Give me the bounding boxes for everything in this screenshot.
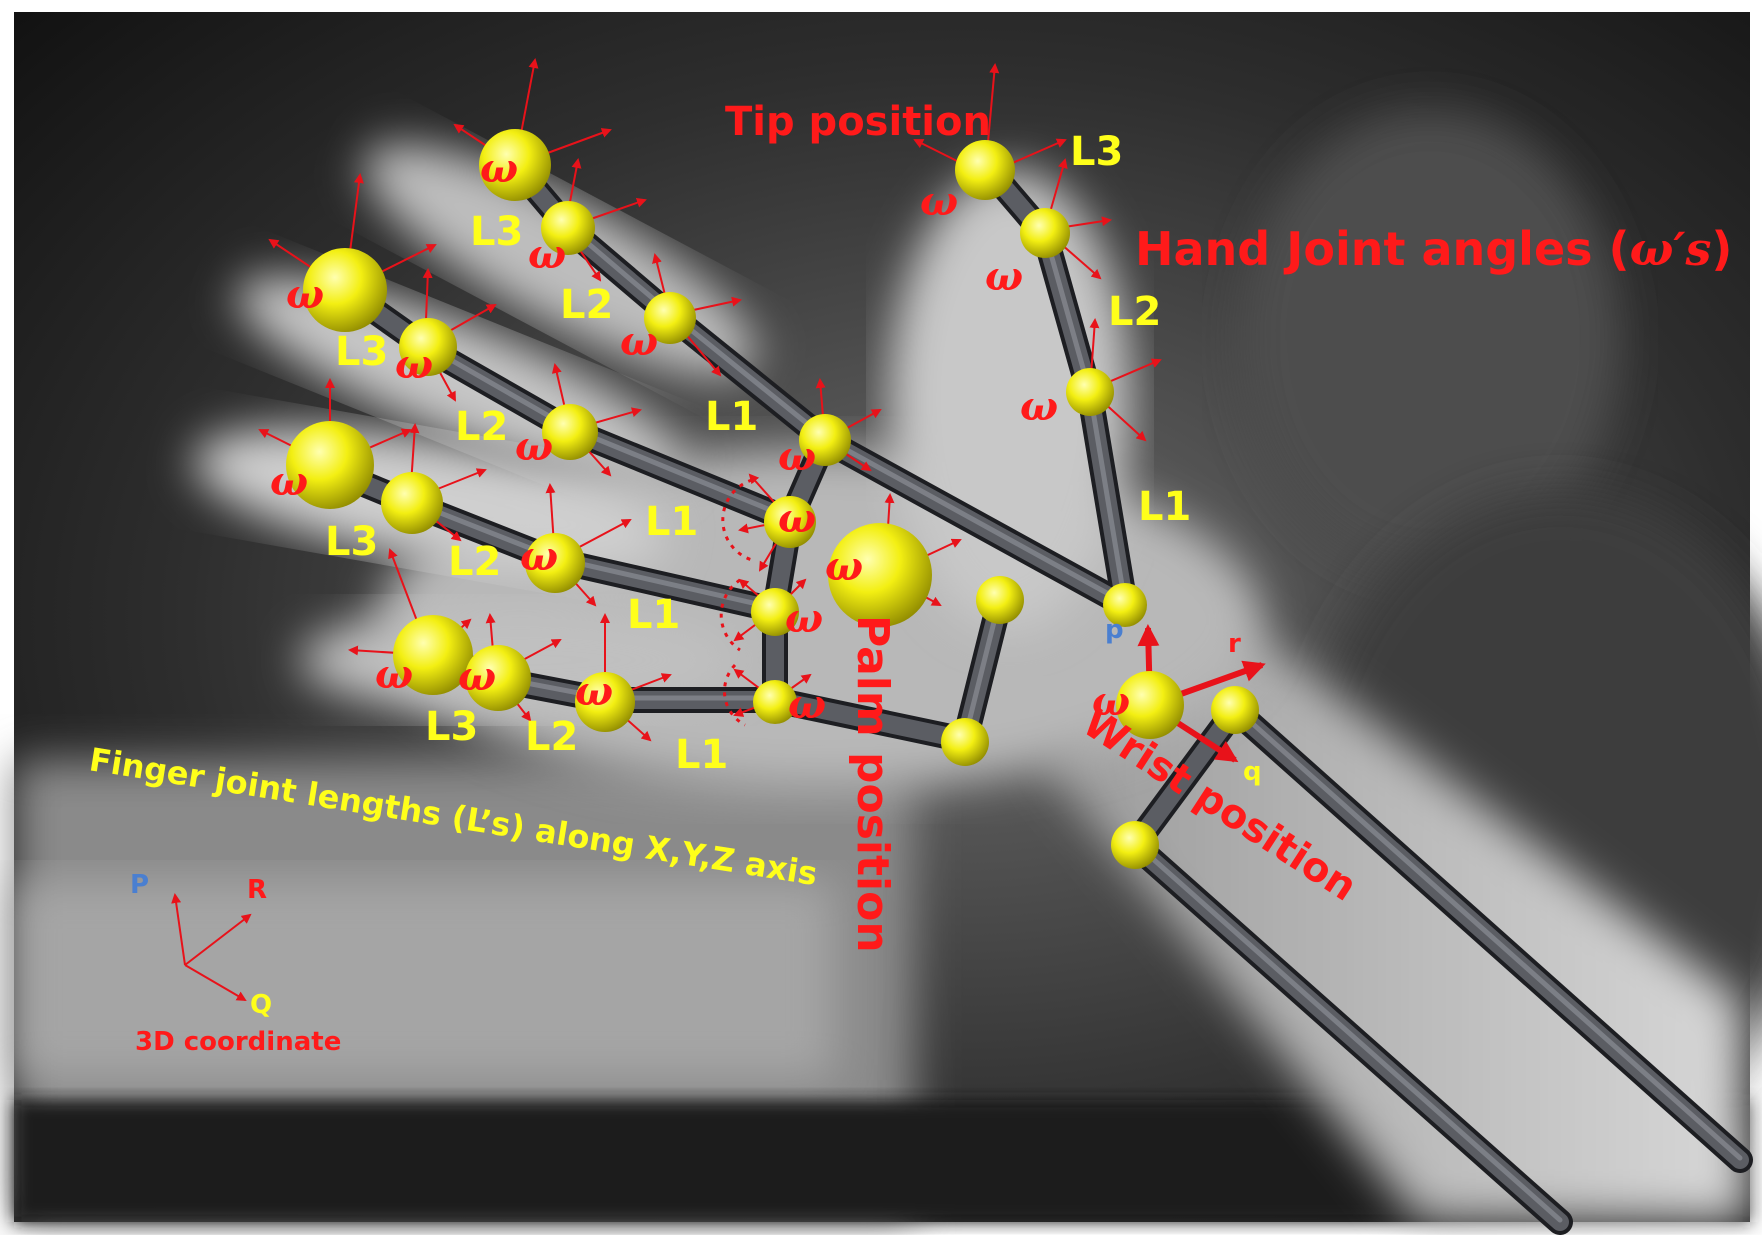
omega-label: ω bbox=[778, 433, 816, 480]
ring-pip-joint bbox=[525, 533, 585, 593]
pinky-mcp-joint bbox=[753, 680, 797, 724]
middle-l1-label: L1 bbox=[645, 499, 698, 545]
middle-mcp-joint bbox=[764, 496, 816, 548]
forearm-top-joint bbox=[1211, 686, 1259, 734]
palm-position-label: Palm position bbox=[847, 615, 898, 953]
pinky-l3-label: L3 bbox=[425, 704, 478, 750]
thumb-dip-joint bbox=[1020, 208, 1070, 258]
omega-labels: ω ω ω ω ω ω ω ω ω ω ω ω ω ω ω ω ω ω ω ω bbox=[270, 145, 1130, 728]
omega-label: ω bbox=[1092, 678, 1130, 725]
index-pip-joint bbox=[644, 292, 696, 344]
wrist-axis-p-label: p bbox=[1105, 615, 1124, 645]
thumb-l1-label: L1 bbox=[1138, 484, 1191, 530]
ring-dip-joint bbox=[381, 472, 443, 534]
ring-l2-label: L2 bbox=[448, 539, 501, 585]
coord-axis-r-label: R bbox=[247, 875, 267, 905]
joints bbox=[286, 129, 1259, 869]
middle-dip-joint bbox=[399, 318, 457, 376]
omega-label: ω bbox=[788, 681, 826, 728]
thumb-l2-label: L2 bbox=[1108, 289, 1161, 335]
index-l2-label: L2 bbox=[560, 282, 613, 328]
segment-labels: L3 L2 L1 L3 L2 L1 L3 L2 L1 L3 L2 L1 L3 L… bbox=[325, 129, 1191, 778]
omega-label: ω bbox=[270, 458, 308, 505]
omega-label: ω bbox=[575, 668, 613, 715]
close-paren: ) bbox=[1711, 222, 1732, 276]
omega-label: ω bbox=[480, 145, 518, 192]
wrist-center-joint bbox=[1116, 671, 1184, 739]
index-l1-label: L1 bbox=[705, 394, 758, 440]
index-tip-joint bbox=[479, 129, 551, 201]
omega-label: ω bbox=[515, 423, 553, 470]
thumb-base-joint bbox=[1103, 583, 1147, 627]
middle-l3-label: L3 bbox=[335, 329, 388, 375]
omega-label: ω bbox=[1020, 383, 1058, 430]
omega-label: ω bbox=[785, 595, 823, 642]
middle-l2-label: L2 bbox=[455, 404, 508, 450]
omega-label: ω bbox=[528, 231, 566, 278]
pinky-tip-joint bbox=[393, 615, 473, 695]
pinky-l2-label: L2 bbox=[525, 714, 578, 760]
pinky-pip-joint bbox=[575, 672, 635, 732]
coord-axis-q-label: Q bbox=[250, 990, 272, 1020]
omega-label: ω bbox=[620, 318, 658, 365]
omega-label: ω bbox=[458, 653, 496, 700]
omega-label: ω bbox=[985, 253, 1023, 300]
ring-mcp-joint bbox=[751, 588, 799, 636]
omega-label: ω bbox=[520, 533, 558, 580]
palm-base-joint bbox=[976, 576, 1024, 624]
wrist-axis-q-label: q bbox=[1243, 757, 1262, 787]
ring-tip-joint bbox=[286, 421, 374, 509]
thumb-tip-joint bbox=[955, 140, 1015, 200]
tip-position-label: Tip position bbox=[725, 99, 991, 145]
coordinate-caption: 3D coordinate bbox=[135, 1027, 341, 1057]
ring-l3-label: L3 bbox=[325, 519, 378, 565]
middle-pip-joint bbox=[542, 404, 598, 460]
omega-label: ω bbox=[920, 178, 958, 225]
coord-axis-p-label: P bbox=[130, 870, 149, 900]
skeleton-bones bbox=[317, 152, 1753, 1235]
omega-prime-s: ω′s bbox=[1630, 222, 1712, 276]
pinky-dip-joint bbox=[465, 645, 531, 711]
omega-label: ω bbox=[286, 271, 324, 318]
hand-joint-angles-label: Hand Joint angles (ω′s) bbox=[1135, 222, 1732, 276]
pinky-l1-label: L1 bbox=[675, 732, 728, 778]
thumb-l3-label: L3 bbox=[1070, 129, 1123, 175]
joint-angle-arcs bbox=[719, 478, 753, 727]
omega-label: ω bbox=[395, 341, 433, 388]
index-mcp-joint bbox=[799, 414, 851, 466]
middle-tip-joint bbox=[303, 248, 387, 332]
omega-label: ω bbox=[778, 495, 816, 542]
omega-label: ω bbox=[375, 651, 413, 698]
palm-lower-joint bbox=[941, 718, 989, 766]
hand-joint-angles-text: Hand Joint angles ( bbox=[1135, 222, 1630, 276]
index-l3-label: L3 bbox=[470, 209, 523, 255]
palm-center-joint bbox=[828, 523, 932, 627]
ring-l1-label: L1 bbox=[627, 592, 680, 638]
thumb-mcp-joint bbox=[1066, 368, 1114, 416]
omega-label: ω bbox=[825, 543, 863, 590]
forearm-bottom-joint bbox=[1111, 821, 1159, 869]
wrist-axis-r-label: r bbox=[1228, 629, 1241, 659]
index-dip-joint bbox=[541, 201, 595, 255]
